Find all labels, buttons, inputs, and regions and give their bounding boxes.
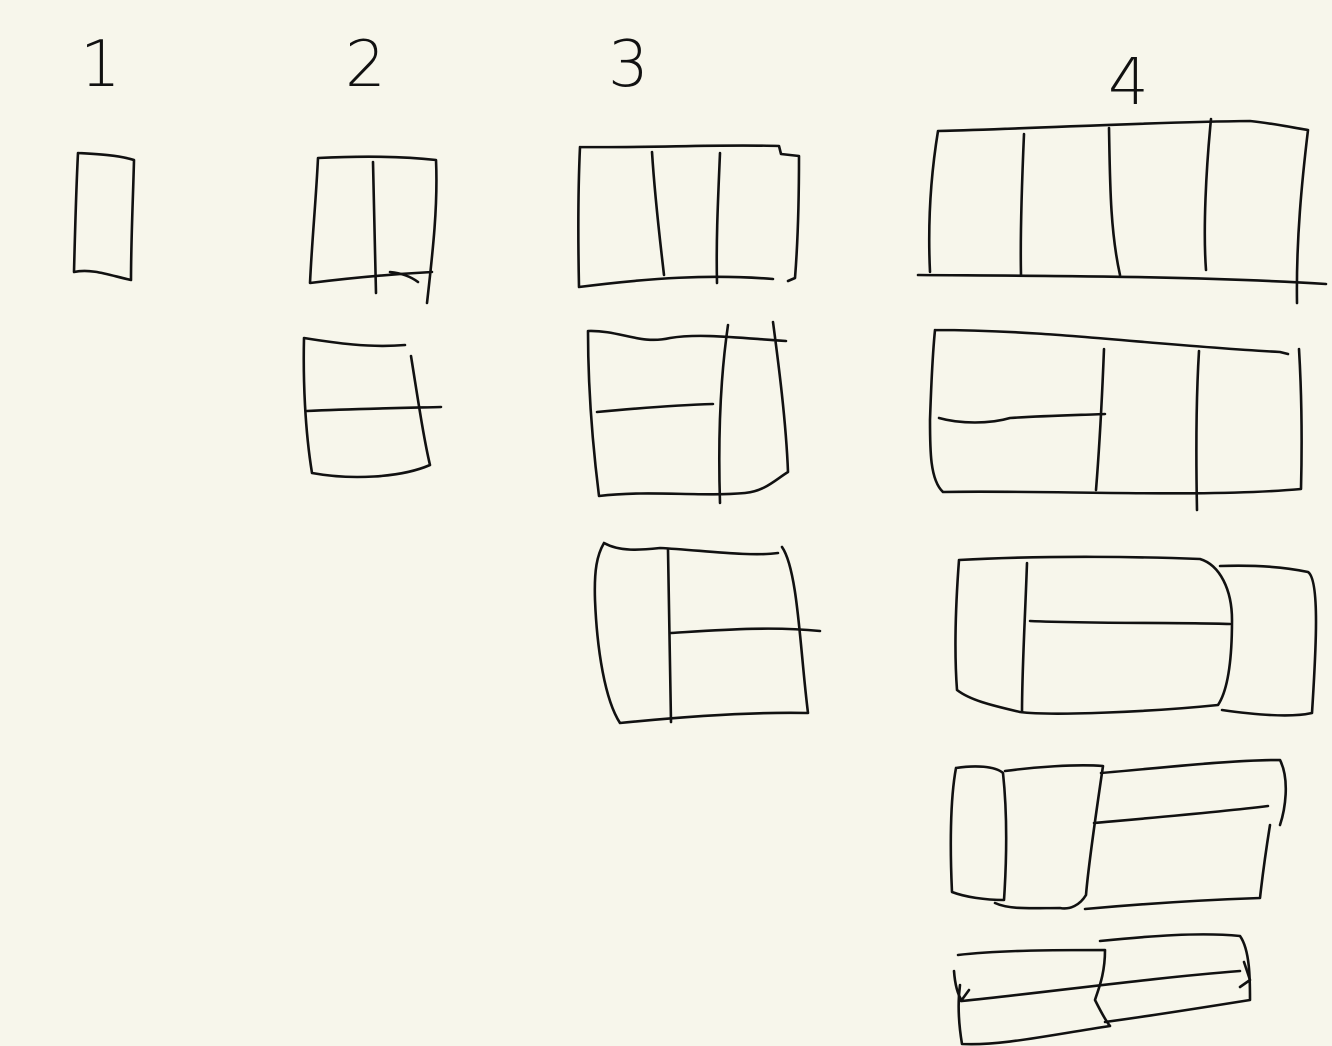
layout-divider (1028, 619, 1232, 626)
column-label-2: 2 (345, 28, 386, 102)
column-4-layouts (916, 117, 1328, 1046)
layout-divider (1094, 347, 1106, 492)
layout-frame (308, 155, 438, 305)
layout-4-stacked-left-two-columns-right (928, 328, 1303, 512)
layout-frame (577, 144, 801, 289)
layout-2-horizontal-split (302, 336, 443, 479)
layout-divider (650, 150, 666, 277)
layout-divider (666, 548, 673, 724)
layout-4-four-columns (916, 117, 1328, 305)
layout-3-two-stacked-plus-side (586, 320, 790, 505)
layout-divider (1020, 561, 1029, 714)
layout-frame (593, 541, 810, 725)
layout-frame (1218, 564, 1318, 717)
layout-1-single-pane (72, 151, 136, 282)
layout-frame (72, 151, 136, 282)
layout-divider (595, 402, 715, 414)
layout-divider (669, 627, 822, 635)
layout-3-side-plus-two-stacked (593, 541, 822, 725)
layout-3-three-columns (577, 144, 801, 289)
layout-divider (952, 969, 1242, 1003)
column-label-3: 3 (608, 28, 649, 102)
layout-divider (1203, 117, 1213, 272)
layout-frame (302, 336, 432, 479)
layout-scribble (388, 270, 420, 284)
layout-divider (937, 412, 1107, 424)
layout-scribble (959, 960, 1252, 1003)
layout-divider (1107, 126, 1122, 277)
column-3-layouts (577, 144, 822, 725)
layout-frame (956, 948, 1112, 1046)
layout-frame (586, 320, 790, 498)
layout-divider (715, 151, 722, 285)
column-label-4: 4 (1108, 46, 1149, 120)
layout-frame (954, 555, 1234, 715)
layout-4-side-stacked-side (954, 555, 1318, 717)
layout-4-two-columns-plus-stacked (949, 758, 1288, 911)
column-2-layouts (302, 155, 443, 479)
layout-divider (305, 405, 443, 413)
layout-divider (1019, 132, 1026, 277)
column-1-layouts (72, 151, 136, 282)
layout-4-two-by-two-grid (952, 933, 1252, 1046)
layout-frame (1098, 933, 1252, 1024)
layout-frame (993, 764, 1105, 910)
column-label-1: 1 (80, 28, 121, 102)
layout-2-vertical-split (308, 155, 438, 305)
layout-divider (717, 323, 730, 505)
layout-frame (1083, 758, 1288, 911)
layout-divider (1092, 804, 1270, 825)
layout-divider (1195, 349, 1201, 512)
layout-divider (371, 160, 378, 295)
layout-frame (949, 765, 1008, 902)
layout-frame (916, 119, 1328, 305)
layout-frame (928, 328, 1303, 495)
